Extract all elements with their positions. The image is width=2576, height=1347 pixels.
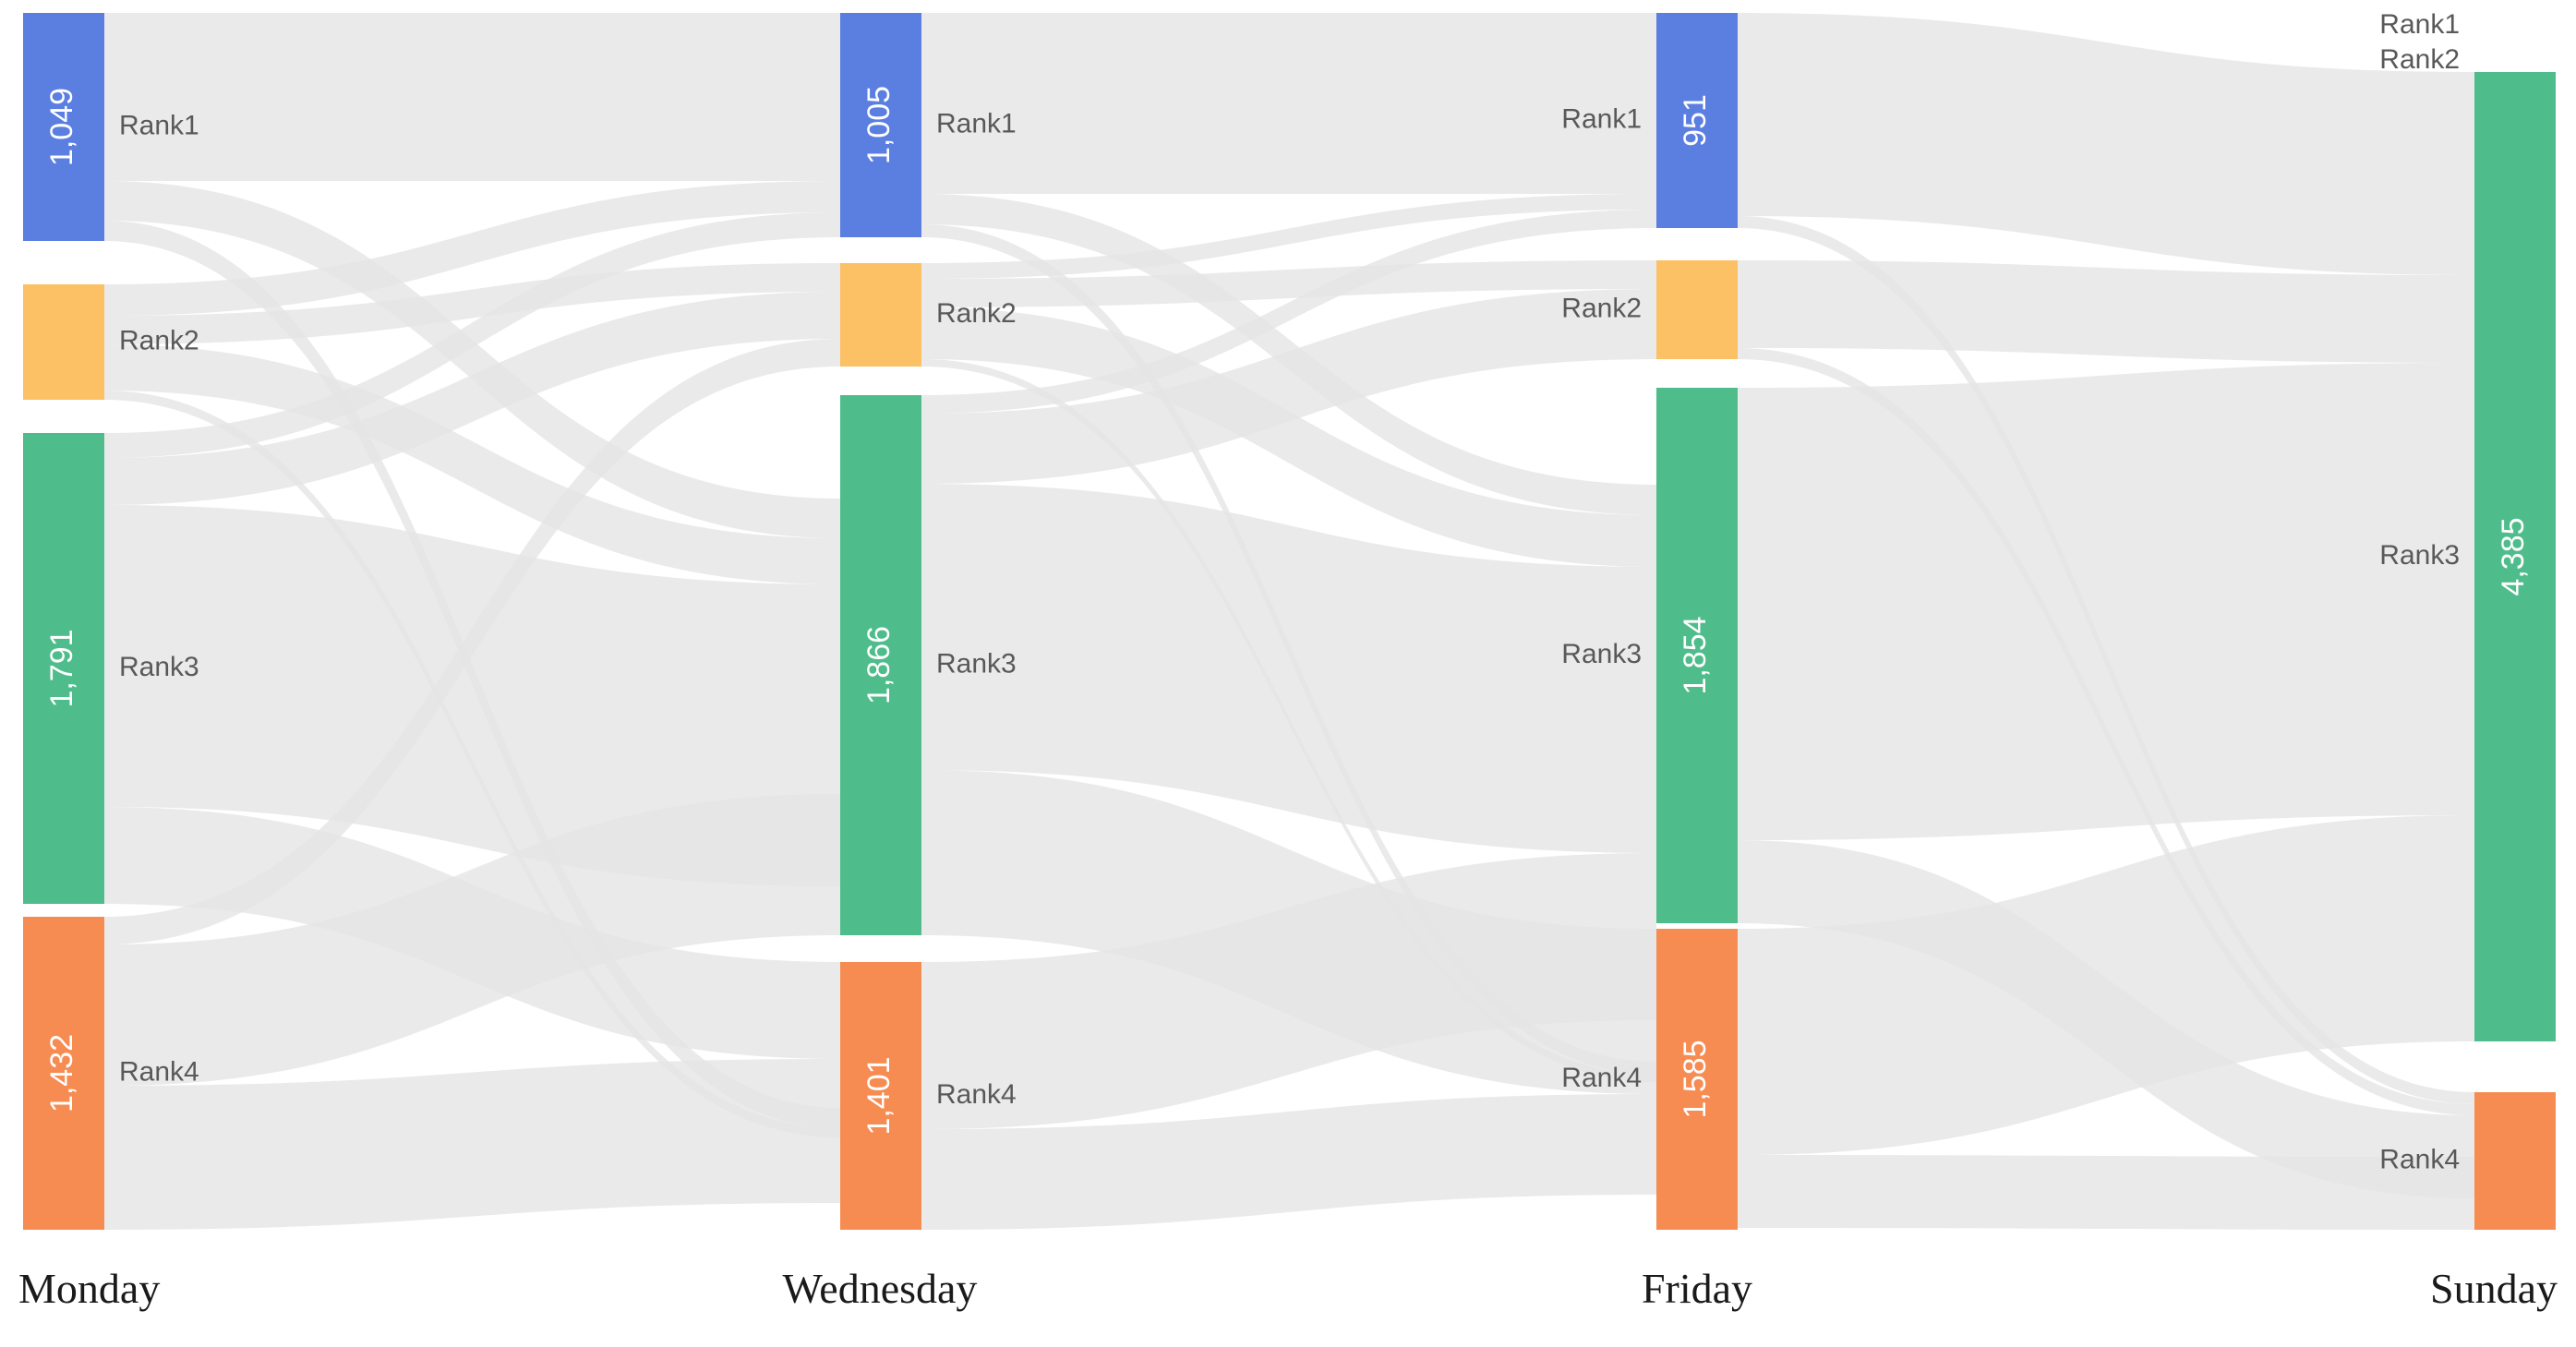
sankey-link[interactable] (921, 307, 1656, 567)
node-label-sun-r1: Rank1 (2379, 9, 2460, 40)
node-label-sun-r2: Rank2 (2379, 44, 2460, 75)
node-label-mon-r2: Rank2 (119, 325, 199, 355)
sankey-node-fri-r4[interactable] (1656, 929, 1738, 1230)
node-value-mon-r3: 1,791 (44, 629, 79, 707)
node-label-wed-r4: Rank4 (936, 1079, 1017, 1110)
sankey-link[interactable] (104, 292, 840, 505)
node-labels-layer: Rank1Rank2Rank3Rank4Rank1Rank2Rank3Rank4… (119, 9, 2460, 1175)
node-value-wed-r3: 1,866 (861, 626, 897, 704)
sankey-link[interactable] (1738, 815, 2474, 1155)
sankey-link[interactable] (1738, 13, 2474, 275)
sankey-node-wed-r2[interactable] (840, 263, 921, 367)
links-layer (104, 13, 2474, 1230)
node-label-fri-r3: Rank3 (1561, 639, 1642, 669)
sankey-link[interactable] (1738, 260, 2474, 363)
sankey-link[interactable] (921, 210, 1656, 414)
sankey-link[interactable] (104, 263, 840, 344)
sankey-link[interactable] (104, 1059, 840, 1230)
node-label-mon-r3: Rank3 (119, 652, 199, 682)
node-label-wed-r1: Rank1 (936, 108, 1017, 138)
axis-label-monday: Monday (18, 1265, 160, 1312)
sankey-link[interactable] (1738, 1155, 2474, 1230)
node-value-fri-r3: 1,854 (1678, 616, 1713, 694)
sankey-link[interactable] (104, 339, 840, 944)
node-label-wed-r3: Rank3 (936, 648, 1017, 679)
sankey-node-fri-r2[interactable] (1656, 260, 1738, 359)
stage-axis-labels: Monday Wednesday Friday Sunday (18, 1265, 2558, 1312)
sankey-link[interactable] (921, 194, 1656, 279)
node-label-fri-r1: Rank1 (1561, 103, 1642, 134)
node-value-mon-r1: 1,049 (44, 88, 79, 166)
node-values-layer: 1,049 1,791 1,432 1,005 1,866 1,401 951 1,854 1,… (44, 86, 2531, 1136)
sankey-link[interactable] (921, 853, 1656, 1129)
node-label-fri-r2: Rank2 (1561, 293, 1642, 323)
sankey-link[interactable] (104, 181, 840, 538)
sankey-link[interactable] (104, 212, 840, 458)
node-value-wed-r1: 1,005 (861, 86, 897, 164)
sankey-node-mon-r1[interactable] (23, 13, 104, 241)
sankey-node-sun-r4[interactable] (2474, 1092, 2556, 1230)
nodes-layer (23, 13, 2556, 1230)
node-label-wed-r2: Rank2 (936, 298, 1017, 329)
sankey-link[interactable] (921, 484, 1656, 853)
sankey-link[interactable] (921, 13, 1656, 194)
sankey-link[interactable] (104, 794, 840, 1086)
sankey-link[interactable] (104, 13, 840, 181)
sankey-link[interactable] (104, 181, 840, 316)
node-value-mon-r4: 1,432 (44, 1034, 79, 1112)
node-value-fri-r4: 1,585 (1678, 1040, 1713, 1118)
sankey-link[interactable] (104, 505, 840, 886)
sankey-node-sun-r3[interactable] (2474, 72, 2556, 1041)
sankey-node-wed-r3[interactable] (840, 395, 921, 935)
node-value-sun-r3: 4,385 (2496, 517, 2531, 595)
sankey-link[interactable] (921, 1094, 1656, 1230)
axis-label-sunday: Sunday (2430, 1265, 2558, 1312)
sankey-link[interactable] (1738, 363, 2474, 840)
sankey-node-mon-r2[interactable] (23, 284, 104, 400)
sankey-node-wed-r1[interactable] (840, 13, 921, 237)
node-label-mon-r4: Rank4 (119, 1056, 199, 1087)
sankey-node-wed-r4[interactable] (840, 962, 921, 1230)
sankey-node-mon-r4[interactable] (23, 917, 104, 1230)
sankey-link[interactable] (921, 289, 1656, 484)
sankey-node-fri-r3[interactable] (1656, 388, 1738, 923)
sankey-node-fri-r1[interactable] (1656, 13, 1738, 228)
sankey-link[interactable] (921, 260, 1656, 307)
sankey-link[interactable] (104, 344, 840, 584)
axis-label-wednesday: Wednesday (783, 1265, 978, 1312)
node-label-sun-r4: Rank4 (2379, 1144, 2460, 1174)
node-label-fri-r4: Rank4 (1561, 1063, 1642, 1093)
node-value-wed-r4: 1,401 (861, 1056, 897, 1135)
node-label-mon-r1: Rank1 (119, 110, 199, 140)
node-label-sun-r3: Rank3 (2379, 540, 2460, 571)
sankey-node-mon-r3[interactable] (23, 433, 104, 904)
axis-label-friday: Friday (1642, 1265, 1752, 1312)
node-value-fri-r1: 951 (1678, 94, 1713, 147)
